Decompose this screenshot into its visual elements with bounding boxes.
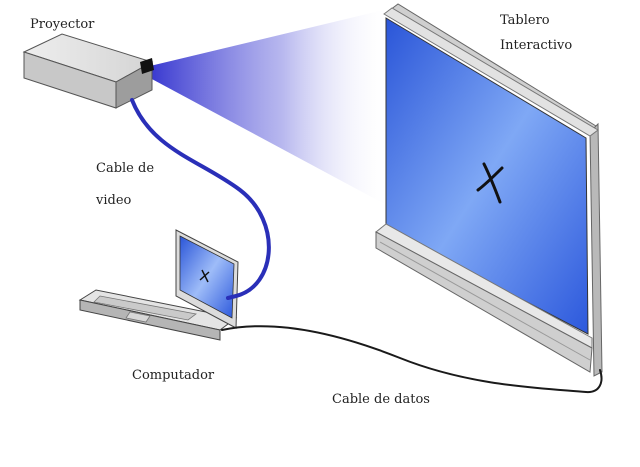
laptop-screen [179, 235, 235, 319]
laptop-icon [78, 229, 239, 341]
projector-label: Proyector [30, 17, 95, 32]
laptop-cursor-icon [199, 269, 210, 283]
board-cursor-icon [476, 162, 504, 204]
video-cable-label-line1: Cable de [96, 161, 155, 176]
projection-beam [150, 8, 392, 208]
board-screen [385, 17, 589, 335]
board-label-line1: Tablero [500, 13, 550, 28]
board-label-line2: Interactivo [500, 38, 573, 53]
video-cable [130, 98, 271, 300]
data-cable [221, 325, 603, 394]
computer-label: Computador [132, 368, 215, 383]
video-cable-label-line2: video [96, 193, 132, 208]
interactive-board-icon [375, 3, 603, 377]
projector-icon [22, 33, 154, 109]
data-cable-label: Cable de datos [332, 392, 430, 407]
